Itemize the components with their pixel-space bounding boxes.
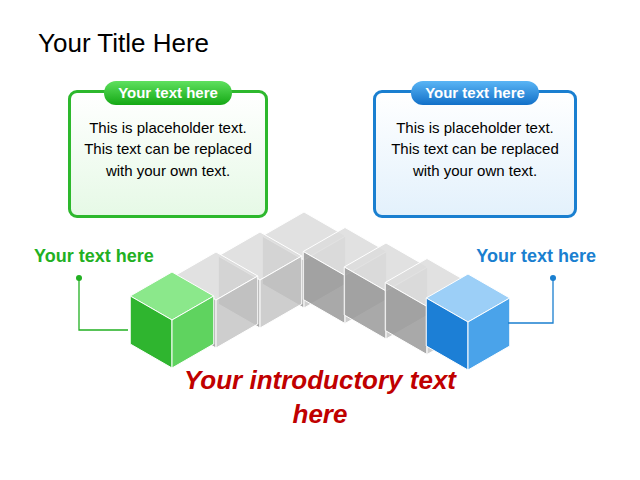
text-box: Your text hereThis is placeholder text. … [68,90,268,218]
slide-title: Your Title Here [38,28,209,59]
body-text: This is placeholder text. This text can … [384,117,566,181]
cube-face [344,267,386,339]
side-label: Your text here [34,245,154,268]
cube-row [130,212,510,370]
cube-face [303,252,345,324]
cube-face [216,276,258,348]
cube-face [385,283,427,355]
cube-face [172,296,214,368]
side-label: Your text here [476,245,596,268]
header-pill: Your text here [411,81,539,105]
cube-face [468,298,510,370]
cube-face [260,256,302,328]
cube-face [130,296,172,368]
intro-text: Your introductory text here [160,364,480,432]
body-text: This is placeholder text. This text can … [79,117,257,181]
header-pill: Your text here [104,81,232,105]
blue-leader-line [508,275,556,323]
green-leader-line [76,275,128,330]
text-box: Your text hereThis is placeholder text. … [373,90,577,218]
cube-face [426,298,468,370]
